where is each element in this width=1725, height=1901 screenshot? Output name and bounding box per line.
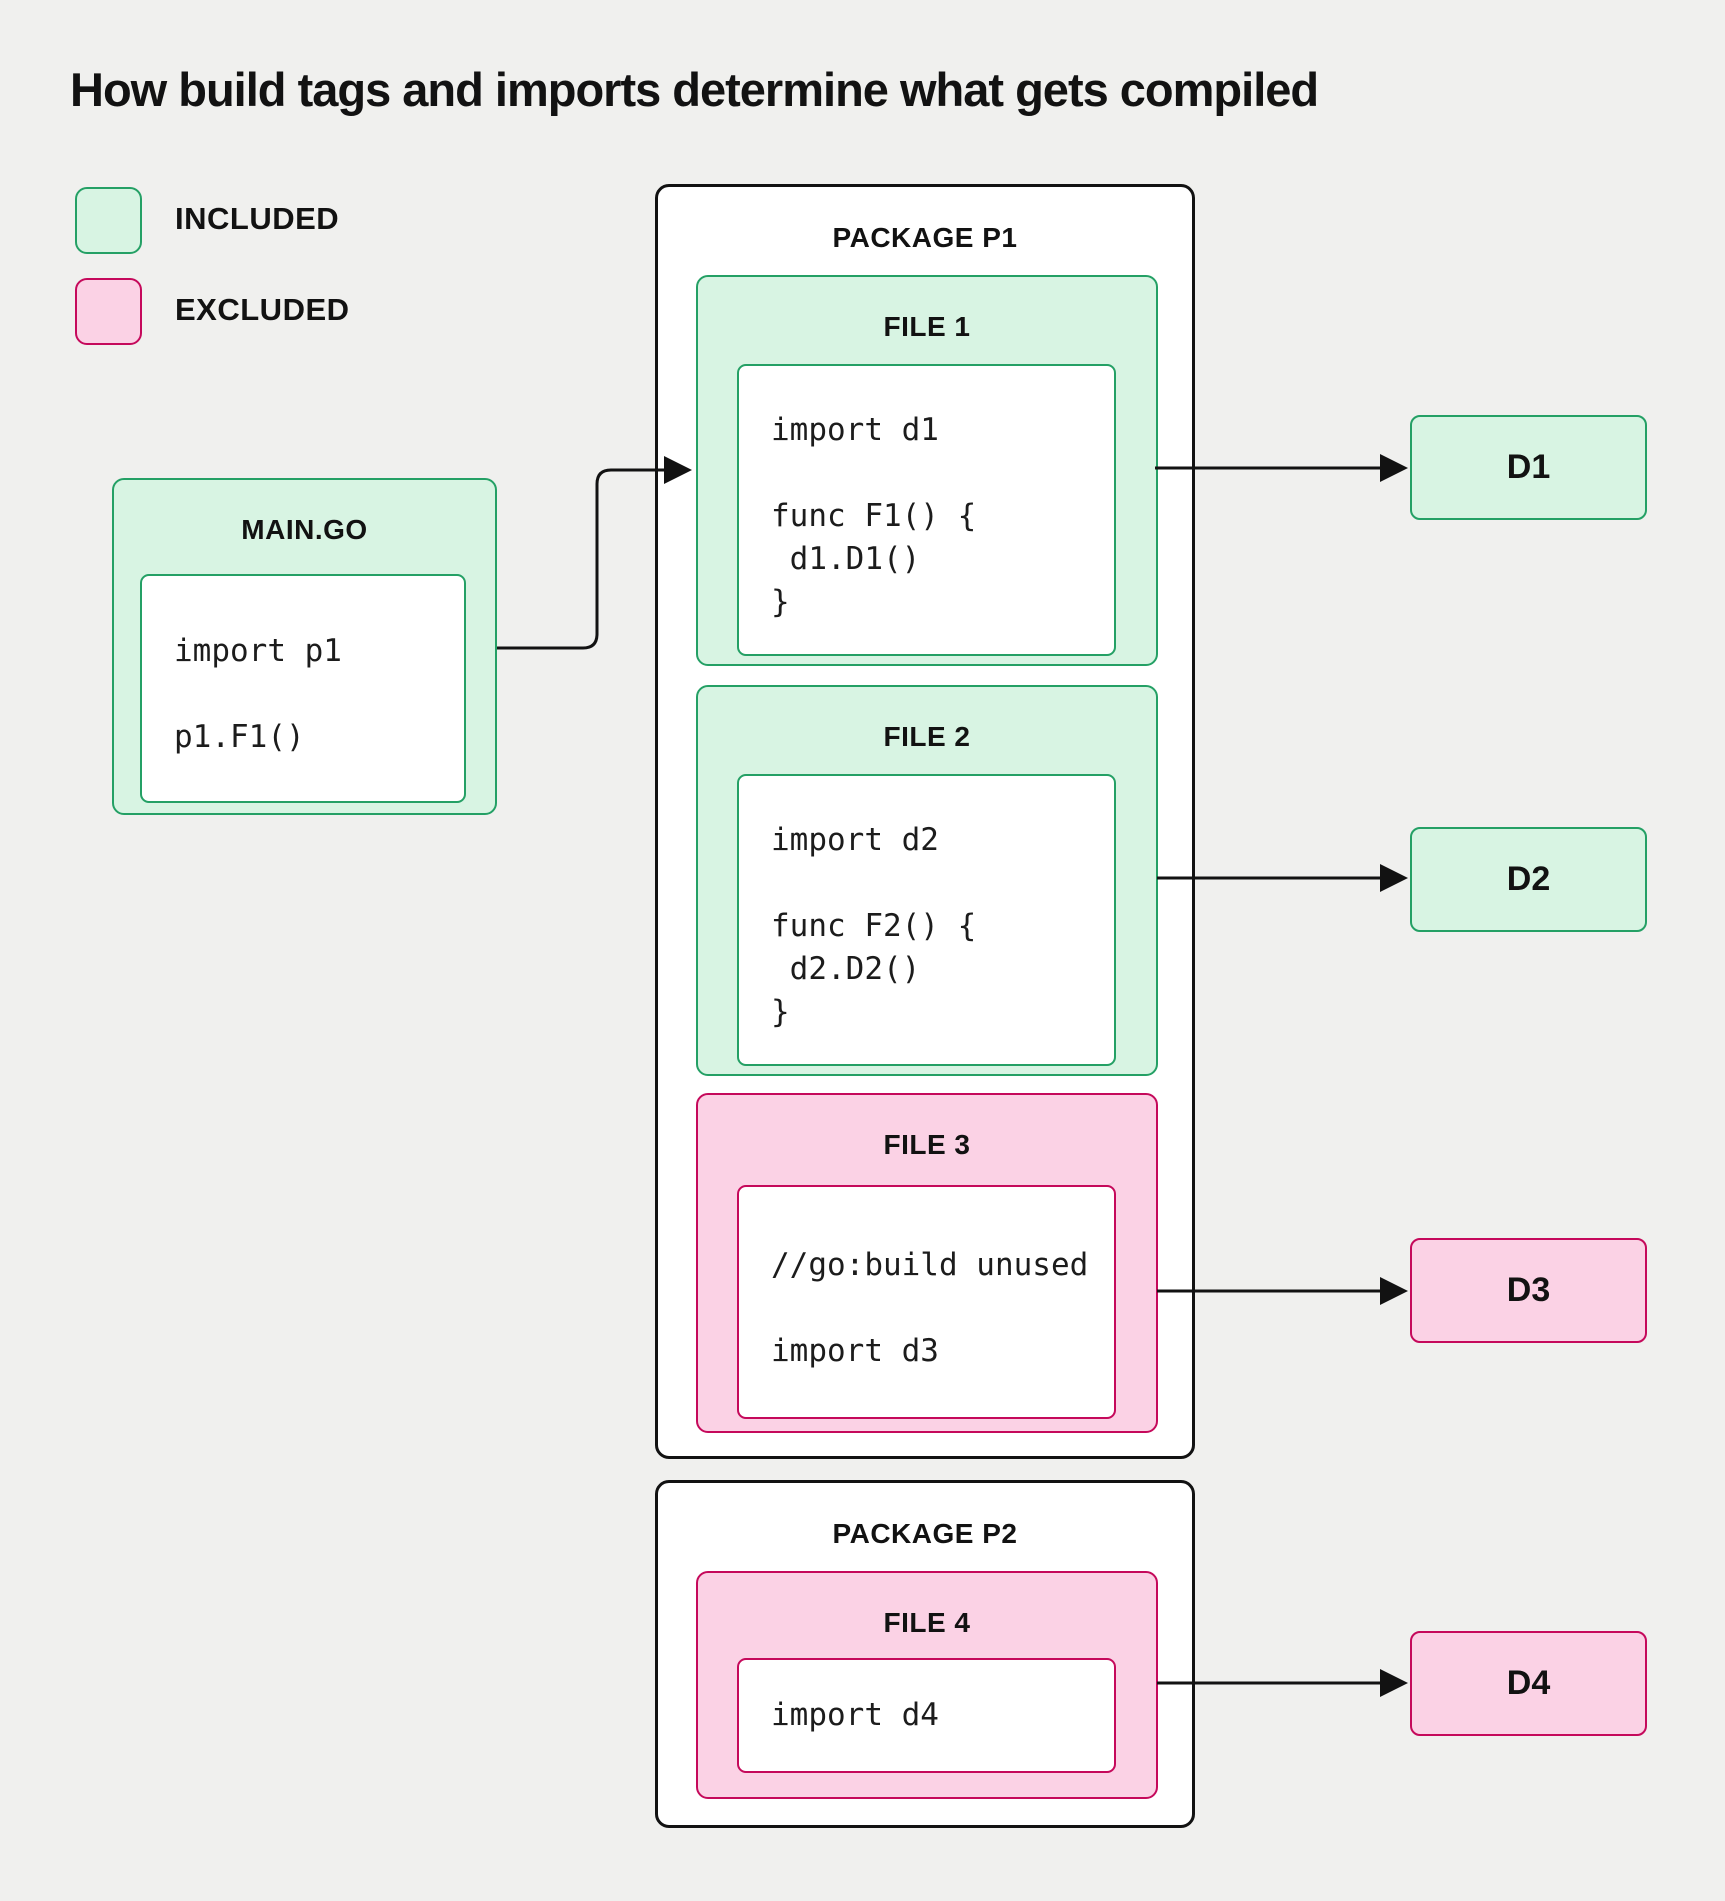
legend-excluded-label: EXCLUDED bbox=[175, 292, 350, 327]
dep-d2-box: D2 bbox=[1410, 827, 1647, 932]
dep-d3-label: D3 bbox=[1506, 1271, 1551, 1309]
main-go-code-box: import p1 p1.F1() bbox=[140, 574, 466, 803]
dep-d2-label: D2 bbox=[1506, 860, 1551, 898]
legend-included-label: INCLUDED bbox=[175, 201, 340, 236]
dep-d1-box: D1 bbox=[1410, 415, 1647, 520]
file3-code-box: //go:build unused import d3 bbox=[737, 1185, 1116, 1419]
file3-title: FILE 3 bbox=[883, 1129, 971, 1160]
file2-code: import d2 func F2() { d2.D2() } bbox=[771, 821, 977, 1030]
dep-d4-box: D4 bbox=[1410, 1631, 1647, 1736]
arrowhead-d4 bbox=[1380, 1669, 1408, 1697]
legend-included-swatch bbox=[75, 187, 142, 254]
arrowhead-d3 bbox=[1380, 1277, 1408, 1305]
dep-d3-box: D3 bbox=[1410, 1238, 1647, 1343]
file4-code-box: import d4 bbox=[737, 1658, 1116, 1773]
main-go-box: MAIN.GO import p1 p1.F1() bbox=[112, 478, 497, 815]
package-p1-title: PACKAGE P1 bbox=[832, 222, 1018, 253]
file2-title: FILE 2 bbox=[883, 721, 971, 752]
file2-box: FILE 2 import d2 func F2() { d2.D2() } bbox=[696, 685, 1158, 1076]
main-go-title: MAIN.GO bbox=[241, 514, 368, 545]
arrow-maingo-to-file1 bbox=[497, 468, 665, 650]
file4-code: import d4 bbox=[771, 1697, 939, 1733]
legend-excluded-swatch bbox=[75, 278, 142, 345]
file1-code: import d1 func F1() { d1.D1() } bbox=[771, 411, 977, 620]
file1-title: FILE 1 bbox=[883, 311, 971, 342]
legend: INCLUDED EXCLUDED bbox=[75, 187, 349, 345]
file2-code-box: import d2 func F2() { d2.D2() } bbox=[737, 774, 1116, 1066]
arrowhead-d1 bbox=[1380, 454, 1408, 482]
file1-code-box: import d1 func F1() { d1.D1() } bbox=[737, 364, 1116, 656]
package-p2-title: PACKAGE P2 bbox=[832, 1518, 1018, 1549]
page-title: How build tags and imports determine wha… bbox=[70, 63, 1319, 116]
package-p1-box: PACKAGE P1 FILE 1 import d1 func F1() { … bbox=[655, 184, 1195, 1459]
file4-title: FILE 4 bbox=[883, 1607, 971, 1638]
arrowhead-d2 bbox=[1380, 864, 1408, 892]
file3-code: //go:build unused import d3 bbox=[771, 1246, 1089, 1369]
file1-box: FILE 1 import d1 func F1() { d1.D1() } bbox=[696, 275, 1158, 666]
dep-d4-label: D4 bbox=[1506, 1664, 1551, 1702]
file3-box: FILE 3 //go:build unused import d3 bbox=[696, 1093, 1158, 1433]
file4-box: FILE 4 import d4 bbox=[696, 1571, 1158, 1799]
dep-d1-label: D1 bbox=[1506, 448, 1551, 486]
main-go-code: import p1 p1.F1() bbox=[174, 633, 342, 755]
package-p2-box: PACKAGE P2 FILE 4 import d4 bbox=[655, 1480, 1195, 1828]
